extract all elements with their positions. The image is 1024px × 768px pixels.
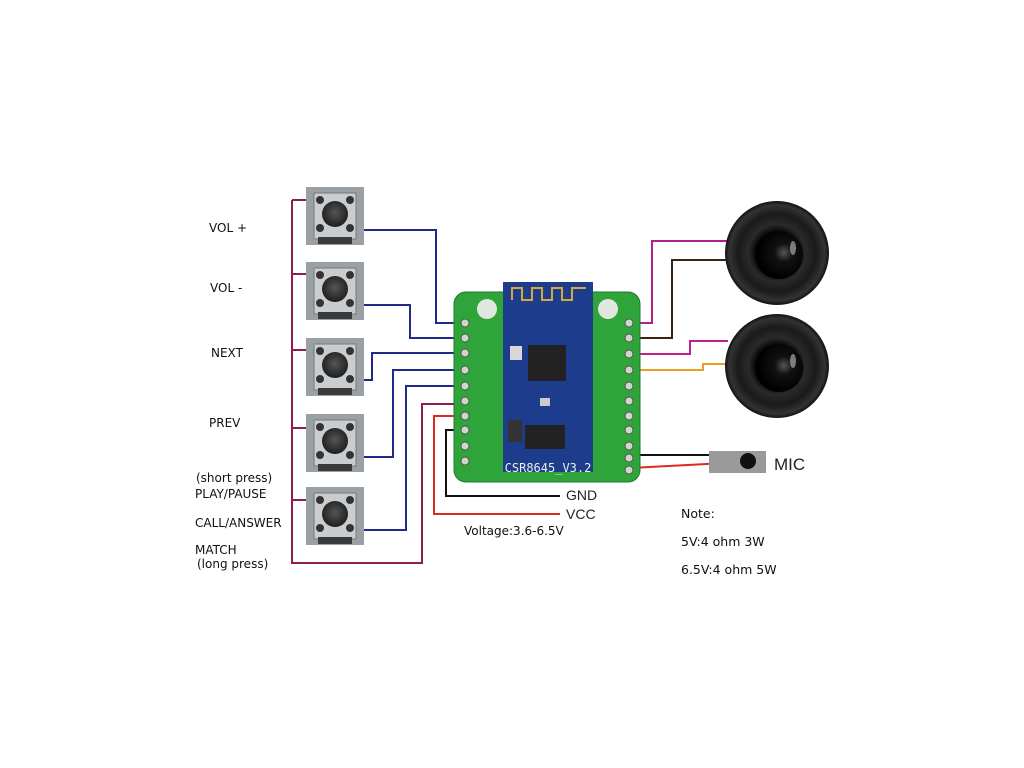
board-label: CSR8645_V3.2 — [505, 461, 592, 475]
left-speaker — [725, 201, 829, 305]
label-call-answer: CALL/ANSWER — [195, 516, 282, 530]
note-line-6v5: 6.5V:4 ohm 5W — [681, 562, 777, 577]
label-play-pause: PLAY/PAUSE — [195, 487, 267, 501]
label-prev: PREV — [209, 416, 241, 430]
mounting-hole — [477, 299, 497, 319]
label-short-press: (short press) — [196, 471, 273, 485]
note-line-5v: 5V:4 ohm 3W — [681, 534, 765, 549]
button-wires — [355, 229, 462, 531]
wire-ply — [355, 385, 462, 531]
wire-next — [355, 352, 462, 381]
wire-ln — [631, 259, 728, 339]
left-header-pins — [460, 318, 470, 466]
wire-rn — [631, 363, 728, 371]
right-header-pins — [624, 318, 634, 475]
label-next: NEXT — [211, 346, 243, 360]
button-vol-plus — [306, 187, 364, 245]
right-speaker — [725, 314, 829, 418]
button-next — [306, 338, 364, 396]
label-voltage: Voltage:3.6-6.5V — [464, 524, 564, 538]
wire-vol-minus — [355, 304, 462, 339]
mounting-hole — [598, 299, 618, 319]
label-gnd: GND — [566, 487, 598, 503]
label-vcc: VCC — [566, 506, 596, 522]
antenna-trace — [511, 287, 586, 301]
microphone — [709, 451, 766, 473]
label-vol-minus: VOL - — [210, 281, 243, 295]
button-play-pause — [306, 487, 364, 545]
button-vol-minus — [306, 262, 364, 320]
wire-prev — [355, 369, 462, 458]
vcc-wire — [433, 415, 560, 515]
label-mic: MIC — [774, 455, 806, 474]
label-match: MATCH — [195, 543, 237, 557]
csr8645-board: CSR8645_V3.2 — [453, 282, 641, 483]
label-long-press: (long press) — [197, 557, 269, 571]
wire-vol-plus — [355, 229, 462, 324]
common-wire — [291, 199, 456, 564]
button-prev — [306, 414, 364, 472]
wire-lp — [631, 240, 728, 324]
label-vol-plus: VOL + — [209, 221, 247, 235]
note-title: Note: — [681, 506, 715, 521]
wire-rp — [631, 340, 728, 355]
